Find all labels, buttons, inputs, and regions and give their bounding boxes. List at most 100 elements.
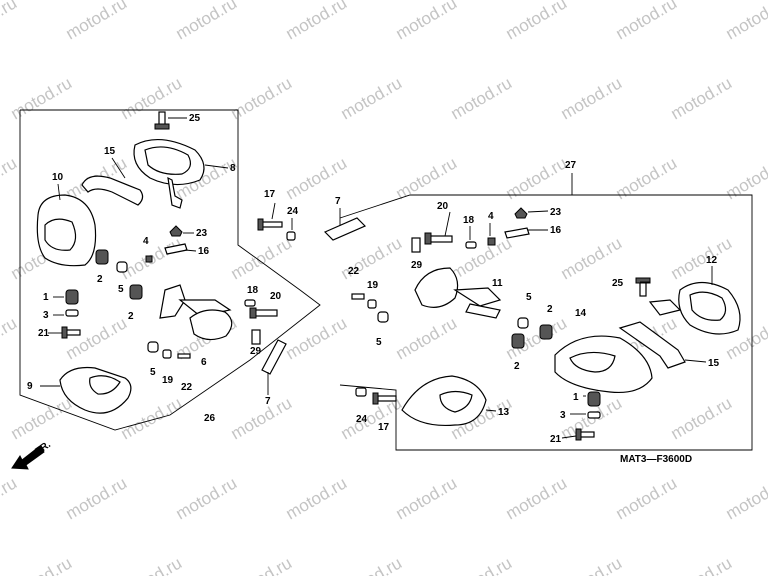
bolt-part-29 bbox=[251, 329, 261, 345]
watermark-text: motod.ru bbox=[8, 73, 76, 123]
bolt-part-20r bbox=[424, 232, 453, 245]
grommet-part-2d bbox=[511, 333, 525, 349]
callout: 5 bbox=[118, 284, 124, 295]
grommet-part-1 bbox=[65, 289, 79, 305]
screw-part-22 bbox=[177, 353, 191, 359]
callout: 5 bbox=[376, 337, 382, 348]
housing-part-10 bbox=[36, 194, 97, 267]
watermark-text: motod.ru bbox=[118, 73, 186, 123]
clip-part-23r bbox=[514, 207, 528, 219]
clip-part-23 bbox=[169, 225, 183, 237]
watermark-text: motod.ru bbox=[723, 0, 768, 43]
watermark-text: motod.ru bbox=[0, 473, 20, 523]
callout: 24 bbox=[356, 414, 368, 425]
watermark-text: motod.ru bbox=[0, 0, 20, 43]
washer-part-19r bbox=[367, 299, 377, 309]
callout: 5 bbox=[526, 292, 532, 303]
watermark-text: motod.ru bbox=[668, 553, 736, 576]
callout: 24 bbox=[287, 206, 299, 217]
callout: 2 bbox=[514, 361, 520, 372]
callout: 11 bbox=[492, 278, 503, 289]
callout: 12 bbox=[706, 255, 718, 266]
callout: 4 bbox=[143, 236, 149, 247]
left-callouts: 25 15 8 10 23 16 4 2 5 2 1 3 21 18 20 29… bbox=[27, 113, 341, 407]
pad-part-7b bbox=[261, 339, 287, 375]
washer-part-3 bbox=[65, 309, 79, 317]
callout: 8 bbox=[230, 163, 236, 174]
watermark-text: motod.ru bbox=[393, 313, 461, 363]
callout: 2 bbox=[547, 304, 553, 315]
front-direction-arrow-icon bbox=[11, 445, 45, 470]
watermark-text: motod.ru bbox=[173, 473, 241, 523]
callout: 18 bbox=[463, 215, 475, 226]
watermark-text: motod.ru bbox=[668, 393, 736, 443]
screw-part-21r bbox=[575, 428, 595, 441]
callout: 10 bbox=[52, 172, 64, 183]
callout: 14 bbox=[575, 308, 587, 319]
watermark-text: motod.ru bbox=[63, 473, 131, 523]
watermark-text: motod.ru bbox=[448, 553, 516, 576]
watermark-text: motod.ru bbox=[228, 553, 296, 576]
right-assembly-outline bbox=[339, 194, 753, 451]
callout: 16 bbox=[198, 246, 210, 257]
watermark-text: motod.ru bbox=[613, 473, 681, 523]
watermark-text: motod.ru bbox=[393, 473, 461, 523]
watermark-text: motod.ru bbox=[283, 473, 351, 523]
callout: 15 bbox=[708, 358, 720, 369]
watermark-text: motod.ru bbox=[63, 313, 131, 363]
callout: 25 bbox=[612, 278, 624, 289]
grommet-part-5a bbox=[116, 261, 128, 273]
grommet-part-2a bbox=[95, 249, 109, 265]
bolt-part-4 bbox=[145, 255, 153, 263]
collar-part-5b bbox=[147, 341, 159, 353]
washer-part-3r bbox=[587, 411, 601, 419]
callout: 23 bbox=[196, 228, 208, 239]
diagram-code: MAT3—F3600D bbox=[620, 454, 692, 465]
watermark-text: motod.ru bbox=[283, 0, 351, 43]
watermark-text: motod.ru bbox=[338, 553, 406, 576]
callout: 19 bbox=[162, 375, 174, 386]
watermark-text: motod.ru bbox=[613, 153, 681, 203]
screw-part-22r bbox=[351, 293, 365, 300]
callout: 3 bbox=[43, 310, 49, 321]
callout: 25 bbox=[189, 113, 201, 124]
watermark-text: motod.ru bbox=[723, 153, 768, 203]
pad-part-7a bbox=[323, 217, 367, 241]
assembly-number-right: 27 bbox=[565, 160, 577, 171]
watermark-text: motod.ru bbox=[723, 473, 768, 523]
bolt-part-4r bbox=[487, 237, 496, 246]
callout: 20 bbox=[270, 291, 282, 302]
callout: 6 bbox=[201, 357, 207, 368]
washer-part-18r bbox=[465, 241, 477, 249]
bolt-part-20 bbox=[249, 307, 278, 319]
callout: 16 bbox=[550, 225, 562, 236]
callout: 1 bbox=[573, 392, 579, 403]
left-assembly-outline bbox=[19, 109, 321, 431]
washer-part-19 bbox=[162, 349, 172, 359]
watermark-text: motod.ru bbox=[668, 73, 736, 123]
collar-part-5c bbox=[517, 317, 529, 329]
watermark-text: motod.ru bbox=[338, 73, 406, 123]
watermark-text: motod.ru bbox=[503, 153, 571, 203]
strip-part-15r bbox=[618, 321, 686, 369]
socket-assembly-8 bbox=[133, 138, 205, 209]
strip-part-15 bbox=[81, 175, 144, 206]
watermark-text: motod.ru bbox=[283, 313, 351, 363]
callout: 3 bbox=[560, 410, 566, 421]
callout: 4 bbox=[488, 211, 494, 222]
clip-part-16r bbox=[504, 227, 530, 239]
callout: 17 bbox=[378, 422, 390, 433]
grommet-part-1r bbox=[587, 391, 601, 407]
socket-part-6 bbox=[189, 309, 233, 341]
callout: 22 bbox=[181, 382, 193, 393]
watermark-text: motod.ru bbox=[668, 233, 736, 283]
callout: 1 bbox=[43, 292, 49, 303]
base-part-13 bbox=[401, 375, 487, 427]
callout: 18 bbox=[247, 285, 259, 296]
callout: 19 bbox=[367, 280, 379, 291]
socket-part-right bbox=[414, 267, 459, 308]
callout: 2 bbox=[128, 311, 134, 322]
watermark-text: motod.ru bbox=[448, 73, 516, 123]
